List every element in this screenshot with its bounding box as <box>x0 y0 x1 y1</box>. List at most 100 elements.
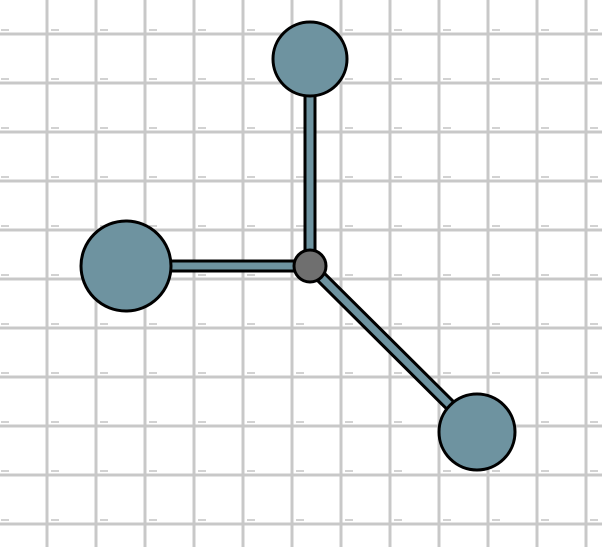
grid-tick-mark <box>394 274 402 276</box>
grid-tick-mark <box>541 176 549 178</box>
grid-tick-mark <box>51 519 59 521</box>
grid-tick-mark <box>443 127 451 129</box>
grid-tick-mark <box>51 470 59 472</box>
grid-tick-mark <box>149 519 157 521</box>
grid-tick-mark <box>394 176 402 178</box>
grid-tick-mark <box>198 372 206 374</box>
grid-tick-mark <box>394 372 402 374</box>
grid-tick-mark <box>149 78 157 80</box>
grid-tick-mark <box>51 421 59 423</box>
grid-tick-mark <box>345 176 353 178</box>
grid-tick-mark <box>345 323 353 325</box>
grid-tick-mark <box>443 176 451 178</box>
grid-tick-mark <box>541 470 549 472</box>
grid-tick-mark <box>1 323 9 325</box>
grid-tick-mark <box>541 372 549 374</box>
grid-tick-mark <box>492 372 500 374</box>
grid-tick-mark <box>492 78 500 80</box>
grid-tick-mark <box>296 372 304 374</box>
grid-tick-mark <box>590 470 598 472</box>
grid-tick-mark <box>541 519 549 521</box>
grid-tick-mark <box>1 176 9 178</box>
grid-tick-mark <box>492 127 500 129</box>
grid-tick-mark <box>247 519 255 521</box>
grid-tick-mark <box>541 274 549 276</box>
grid-tick-mark <box>443 323 451 325</box>
grid-tick-mark <box>590 274 598 276</box>
grid-tick-mark <box>541 323 549 325</box>
grid-tick-mark <box>51 372 59 374</box>
grid-tick-mark <box>345 78 353 80</box>
grid-tick-mark <box>51 176 59 178</box>
grid-tick-mark <box>1 78 9 80</box>
grid-tick-mark <box>345 372 353 374</box>
grid-tick-mark <box>149 323 157 325</box>
grid-tick-mark <box>247 127 255 129</box>
grid-tick-mark <box>443 372 451 374</box>
grid-tick-mark <box>394 225 402 227</box>
grid-tick-mark <box>590 372 598 374</box>
grid-tick-mark <box>394 29 402 31</box>
grid-tick-mark <box>541 78 549 80</box>
grid-tick-mark <box>51 127 59 129</box>
nodes-layer <box>79 20 517 472</box>
hub-node <box>292 248 328 284</box>
grid-tick-mark <box>492 519 500 521</box>
grid-tick-mark <box>296 421 304 423</box>
grid-tick-mark <box>100 470 108 472</box>
grid-tick-mark <box>1 225 9 227</box>
grid-tick-mark <box>247 225 255 227</box>
grid-tick-mark <box>345 127 353 129</box>
grid-tick-mark <box>345 29 353 31</box>
grid-tick-mark <box>492 323 500 325</box>
grid-tick-mark <box>443 225 451 227</box>
grid-tick-mark <box>247 78 255 80</box>
grid-tick-mark <box>100 78 108 80</box>
grid-tick-mark <box>296 225 304 227</box>
grid-tick-mark <box>51 274 59 276</box>
grid-tick-mark <box>51 29 59 31</box>
grid-tick-mark <box>296 519 304 521</box>
grid-tick-mark <box>100 519 108 521</box>
grid-tick-mark <box>198 519 206 521</box>
grid-tick-mark <box>492 274 500 276</box>
grid-tick-mark <box>198 225 206 227</box>
grid-tick-mark <box>198 176 206 178</box>
grid-tick-mark <box>247 421 255 423</box>
grid-tick-mark <box>149 29 157 31</box>
top-node <box>271 20 349 98</box>
grid-tick-mark <box>51 78 59 80</box>
grid-tick-mark <box>394 470 402 472</box>
grid-tick-mark <box>296 470 304 472</box>
grid-tick-mark <box>590 421 598 423</box>
grid-tick-mark <box>1 274 9 276</box>
grid-tick-mark <box>247 29 255 31</box>
grid-tick-mark <box>247 176 255 178</box>
lower-right-node <box>437 392 517 472</box>
grid-tick-mark <box>492 470 500 472</box>
grid-tick-mark <box>590 519 598 521</box>
grid-tick-mark <box>492 225 500 227</box>
grid-tick-mark <box>394 323 402 325</box>
grid-tick-mark <box>100 421 108 423</box>
grid-tick-mark <box>100 372 108 374</box>
grid-tick-mark <box>443 519 451 521</box>
grid-tick-mark <box>198 274 206 276</box>
grid-tick-mark <box>1 421 9 423</box>
grid-tick-mark <box>149 127 157 129</box>
grid-tick-mark <box>51 225 59 227</box>
grid-tick-mark <box>394 421 402 423</box>
grid-tick-mark <box>247 372 255 374</box>
grid-tick-mark <box>198 29 206 31</box>
grid-tick-mark <box>198 78 206 80</box>
grid-tick-mark <box>443 29 451 31</box>
grid-tick-mark <box>590 323 598 325</box>
grid-tick-mark <box>492 29 500 31</box>
grid-tick-mark <box>1 29 9 31</box>
grid-tick-mark <box>1 372 9 374</box>
grid-tick-mark <box>345 225 353 227</box>
grid-tick-mark <box>541 421 549 423</box>
grid-tick-mark <box>345 274 353 276</box>
